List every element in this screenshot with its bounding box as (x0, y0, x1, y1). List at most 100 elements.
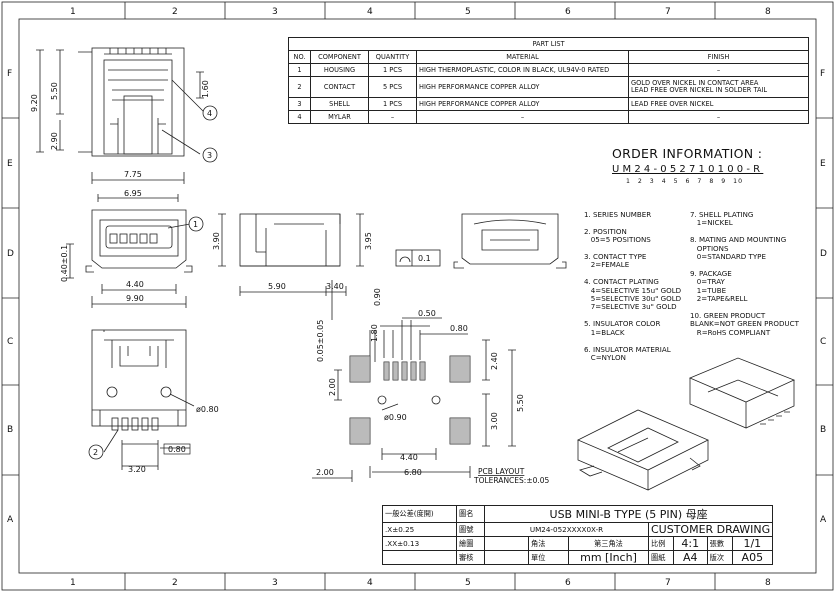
table-row: 1 HOUSING 1 PCS HIGH THERMOPLASTIC, COLO… (288, 63, 810, 77)
hdr-component: COMPONENT (310, 50, 369, 64)
pcb-title: PCB LAYOUT (478, 467, 525, 476)
dim-3-40: 3.40 (326, 282, 344, 291)
order-options-left: 1. SERIES NUMBER 2. POSITION 05=5 POSITI… (584, 210, 682, 362)
col-5-top: 5 (465, 7, 471, 17)
drawing-name: USB MINI-B TYPE (5 PIN) 母座 (483, 505, 774, 523)
cell-quantity: – (368, 110, 417, 124)
row-E-left: E (7, 159, 13, 169)
label-unit: 單位 (528, 550, 569, 565)
pcb-layout (312, 280, 516, 482)
dim-9-90: 9.90 (126, 294, 144, 303)
cell-no: 3 (288, 97, 311, 111)
balloon-2-shape (88, 444, 104, 460)
dim-9-20: 9.20 (30, 94, 39, 112)
col-1-top: 1 (70, 7, 76, 17)
row-F-right: F (820, 69, 825, 79)
label-drawing-name: 圖名 (456, 505, 485, 523)
col-2-top: 2 (172, 7, 178, 17)
parts-list-table: PART LIST NO. COMPONENT QUANTITY MATERIA… (287, 37, 810, 124)
top-view (91, 47, 185, 157)
grid-labels: 1 2 3 4 5 6 7 8 1 2 3 4 5 6 7 8 F E D C … (7, 7, 827, 588)
dim-5-90: 5.90 (268, 282, 286, 291)
top-view-dims (36, 49, 205, 202)
cell-component: MYLAR (310, 110, 369, 124)
order-code: UM24-052710100-R (612, 164, 764, 175)
parts-list-title: PART LIST (287, 37, 810, 51)
row-C-right: C (820, 337, 826, 347)
finish-line-1: GOLD OVER NICKEL IN CONTACT AREA (631, 79, 759, 88)
col-8-bottom: 8 (765, 578, 771, 588)
dim-0-80-pcb: 0.80 (450, 324, 468, 333)
dim-dia-0-80: ø0.80 (196, 405, 219, 414)
cell-component: SHELL (310, 97, 369, 111)
angle-value: 第三角法 (568, 536, 649, 551)
row-A-right: A (820, 515, 827, 525)
row-B-right: B (820, 425, 826, 435)
tolerance-2: .XX±0.13 (382, 536, 457, 551)
row-E-right: E (820, 159, 826, 169)
label-sheets: 張數 (706, 536, 733, 551)
col-2-bottom: 2 (172, 578, 178, 588)
dim-0-1: 0.1 (418, 254, 431, 263)
dim-4-40-pcb: 4.40 (400, 453, 418, 462)
label-drawn: 繪圖 (456, 536, 485, 551)
dim-6-95: 6.95 (124, 189, 142, 198)
cell-finish: – (627, 110, 810, 124)
balloon-4-shape (202, 105, 218, 121)
dim-2-00-pcb: 2.00 (316, 468, 334, 477)
dim-0-80-bottom: 0.80 (168, 445, 186, 454)
dim-7-75: 7.75 (124, 170, 142, 179)
iso-view-front (577, 409, 709, 491)
col-6-bottom: 6 (565, 578, 571, 588)
balloon-3-shape (202, 147, 218, 163)
balloon-4: 4 (207, 109, 212, 118)
iso-view-back (688, 357, 796, 429)
customer-drawing: CUSTOMER DRAWING (647, 522, 774, 537)
cell-material: HIGH PERFORMANCE COPPER ALLOY (416, 97, 629, 111)
label-drawing-no: 圖號 (456, 522, 485, 537)
row-F-left: F (7, 69, 12, 79)
col-3-top: 3 (272, 7, 278, 17)
cell-material: HIGH PERFORMANCE COPPER ALLOY (416, 76, 629, 98)
col-5-bottom: 5 (465, 578, 471, 588)
hdr-quantity: QUANTITY (368, 50, 417, 64)
hdr-no: NO. (288, 50, 311, 64)
cell-finish: LEAD FREE OVER NICKEL (627, 97, 810, 111)
part-number: UM24-052XXXX0X-R (484, 522, 649, 537)
balloon-2: 2 (93, 448, 98, 457)
dim-5-50-pcb: 5.50 (516, 394, 525, 412)
dim-1-80: 1.80 (370, 324, 379, 342)
dim-3-20: 3.20 (128, 465, 146, 474)
cell-component: HOUSING (310, 63, 369, 77)
parts-header-row: NO. COMPONENT QUANTITY MATERIAL FINISH (288, 50, 810, 64)
col-7-top: 7 (665, 7, 671, 17)
front-view (66, 209, 193, 308)
version-value: A05 (731, 550, 774, 565)
dim-3-95: 3.95 (364, 232, 373, 250)
dim-6-80: 6.80 (404, 468, 422, 477)
bottom-view (91, 329, 195, 470)
row-C-left: C (7, 337, 13, 347)
dim-3-00: 3.00 (490, 412, 499, 430)
cell-no: 1 (288, 63, 311, 77)
col-1-bottom: 1 (70, 578, 76, 588)
cell-quantity: 1 PCS (368, 63, 417, 77)
col-6-top: 6 (565, 7, 571, 17)
cell-material: – (416, 110, 629, 124)
dim-0-05: 0.05±0.05 (316, 320, 325, 362)
cell-finish: – (627, 63, 810, 77)
hdr-finish: FINISH (627, 50, 810, 64)
table-row: 4 MYLAR – – – (288, 110, 810, 124)
dim-1-60: 1.60 (201, 80, 210, 98)
cell-no: 2 (288, 76, 311, 98)
title-block: 一般公差(度開) 圖名 USB MINI-B TYPE (5 PIN) 母座 .… (382, 505, 774, 565)
row-D-right: D (820, 249, 827, 259)
label-paper: 圖紙 (648, 550, 674, 565)
balloon-1: 1 (193, 220, 198, 229)
balloon-1-shape (188, 216, 204, 232)
side-view (218, 213, 441, 296)
inner-border (18, 18, 817, 574)
